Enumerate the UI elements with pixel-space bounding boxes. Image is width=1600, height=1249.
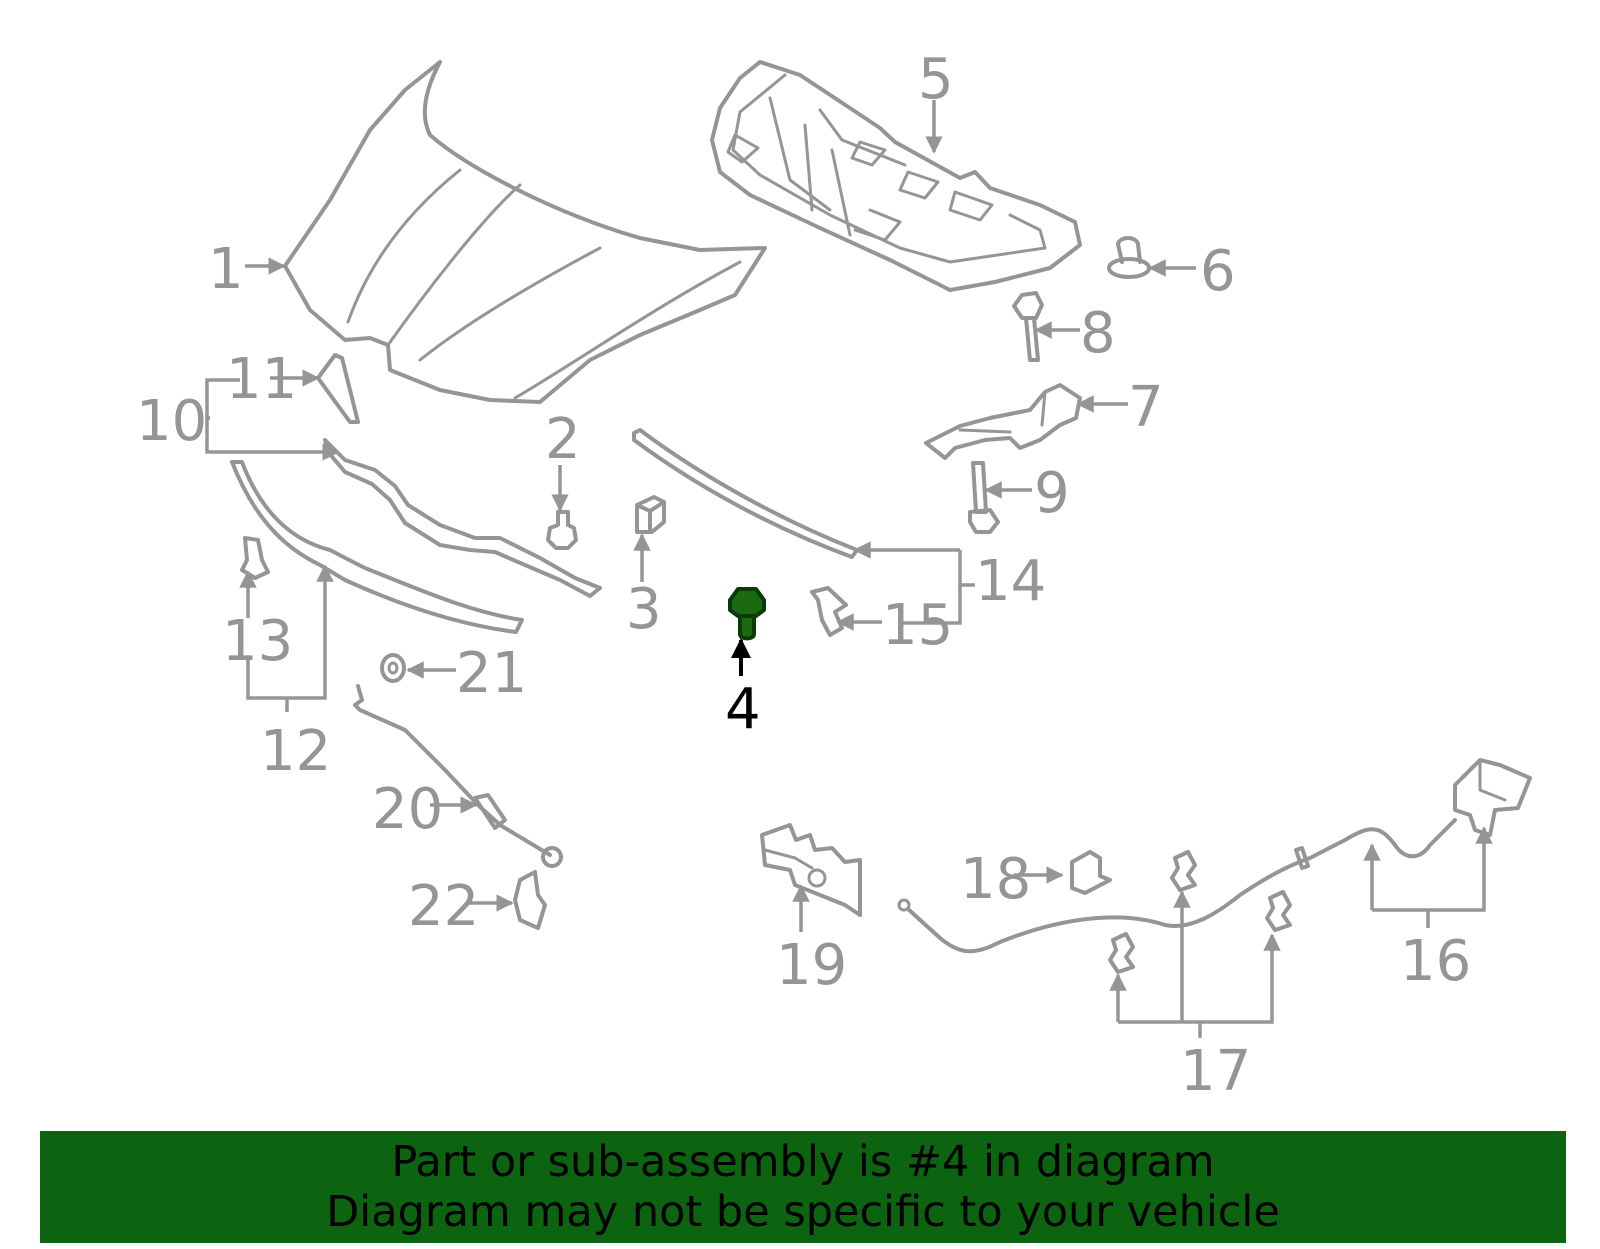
- part-17-clips: [1108, 850, 1292, 974]
- part-3-block: [635, 495, 666, 534]
- callout-4: 4: [725, 677, 761, 742]
- callout-1: 1: [208, 237, 244, 302]
- callout-6: 6: [1200, 239, 1236, 304]
- info-banner: Part or sub-assembly is #4 in diagram Di…: [40, 1131, 1566, 1243]
- callout-14: 14: [975, 549, 1046, 614]
- callout-labels: 1 2 3 4 5 6 7 8 9 10 11 12 13 14 15 16 1…: [136, 47, 1471, 1104]
- part-14-seal: [632, 428, 859, 559]
- part-13-clip: [240, 536, 270, 580]
- part-11-seal: [316, 353, 360, 424]
- part-22-retainer: [513, 870, 547, 930]
- part-7-hinge: [924, 383, 1082, 460]
- part-9-bolt: [968, 461, 1000, 534]
- part-10-seal: [323, 438, 602, 598]
- callout-15: 15: [882, 593, 953, 658]
- part-8-bolt: [1012, 291, 1044, 362]
- part-4-bolt-highlighted: [728, 587, 766, 641]
- part-2-bumper: [546, 510, 578, 550]
- callout-10: 10: [136, 389, 207, 454]
- callout-12: 12: [260, 719, 331, 784]
- leader-lines: [205, 100, 1493, 1038]
- callout-2: 2: [545, 407, 581, 472]
- part-16-cable: [897, 758, 1532, 954]
- callout-13: 13: [222, 609, 293, 674]
- callout-17: 17: [1180, 1039, 1251, 1104]
- callout-7: 7: [1128, 375, 1164, 440]
- part-15-clip: [810, 586, 848, 637]
- banner-line-1: Part or sub-assembly is #4 in diagram: [391, 1137, 1215, 1187]
- part-20-prop-rod: [353, 684, 563, 868]
- part-12-weatherstrip: [230, 460, 524, 634]
- callout-19: 19: [776, 933, 847, 998]
- part-21-nut: [380, 653, 406, 683]
- callout-16: 16: [1400, 929, 1471, 994]
- callout-11: 11: [226, 347, 297, 412]
- callout-5: 5: [918, 47, 954, 112]
- callout-20: 20: [372, 777, 443, 842]
- part-18-clip: [1070, 850, 1112, 895]
- callout-21: 21: [456, 641, 527, 706]
- part-5-insulator: [710, 60, 1082, 292]
- part-19-latch: [760, 823, 862, 917]
- banner-line-2: Diagram may not be specific to your vehi…: [326, 1187, 1280, 1237]
- part-1-hood: [283, 60, 767, 404]
- callout-18: 18: [960, 847, 1031, 912]
- callout-22: 22: [408, 874, 479, 939]
- part-6-clip: [1107, 236, 1151, 279]
- callout-3: 3: [626, 577, 662, 642]
- callout-9: 9: [1034, 461, 1070, 526]
- callout-8: 8: [1080, 301, 1116, 366]
